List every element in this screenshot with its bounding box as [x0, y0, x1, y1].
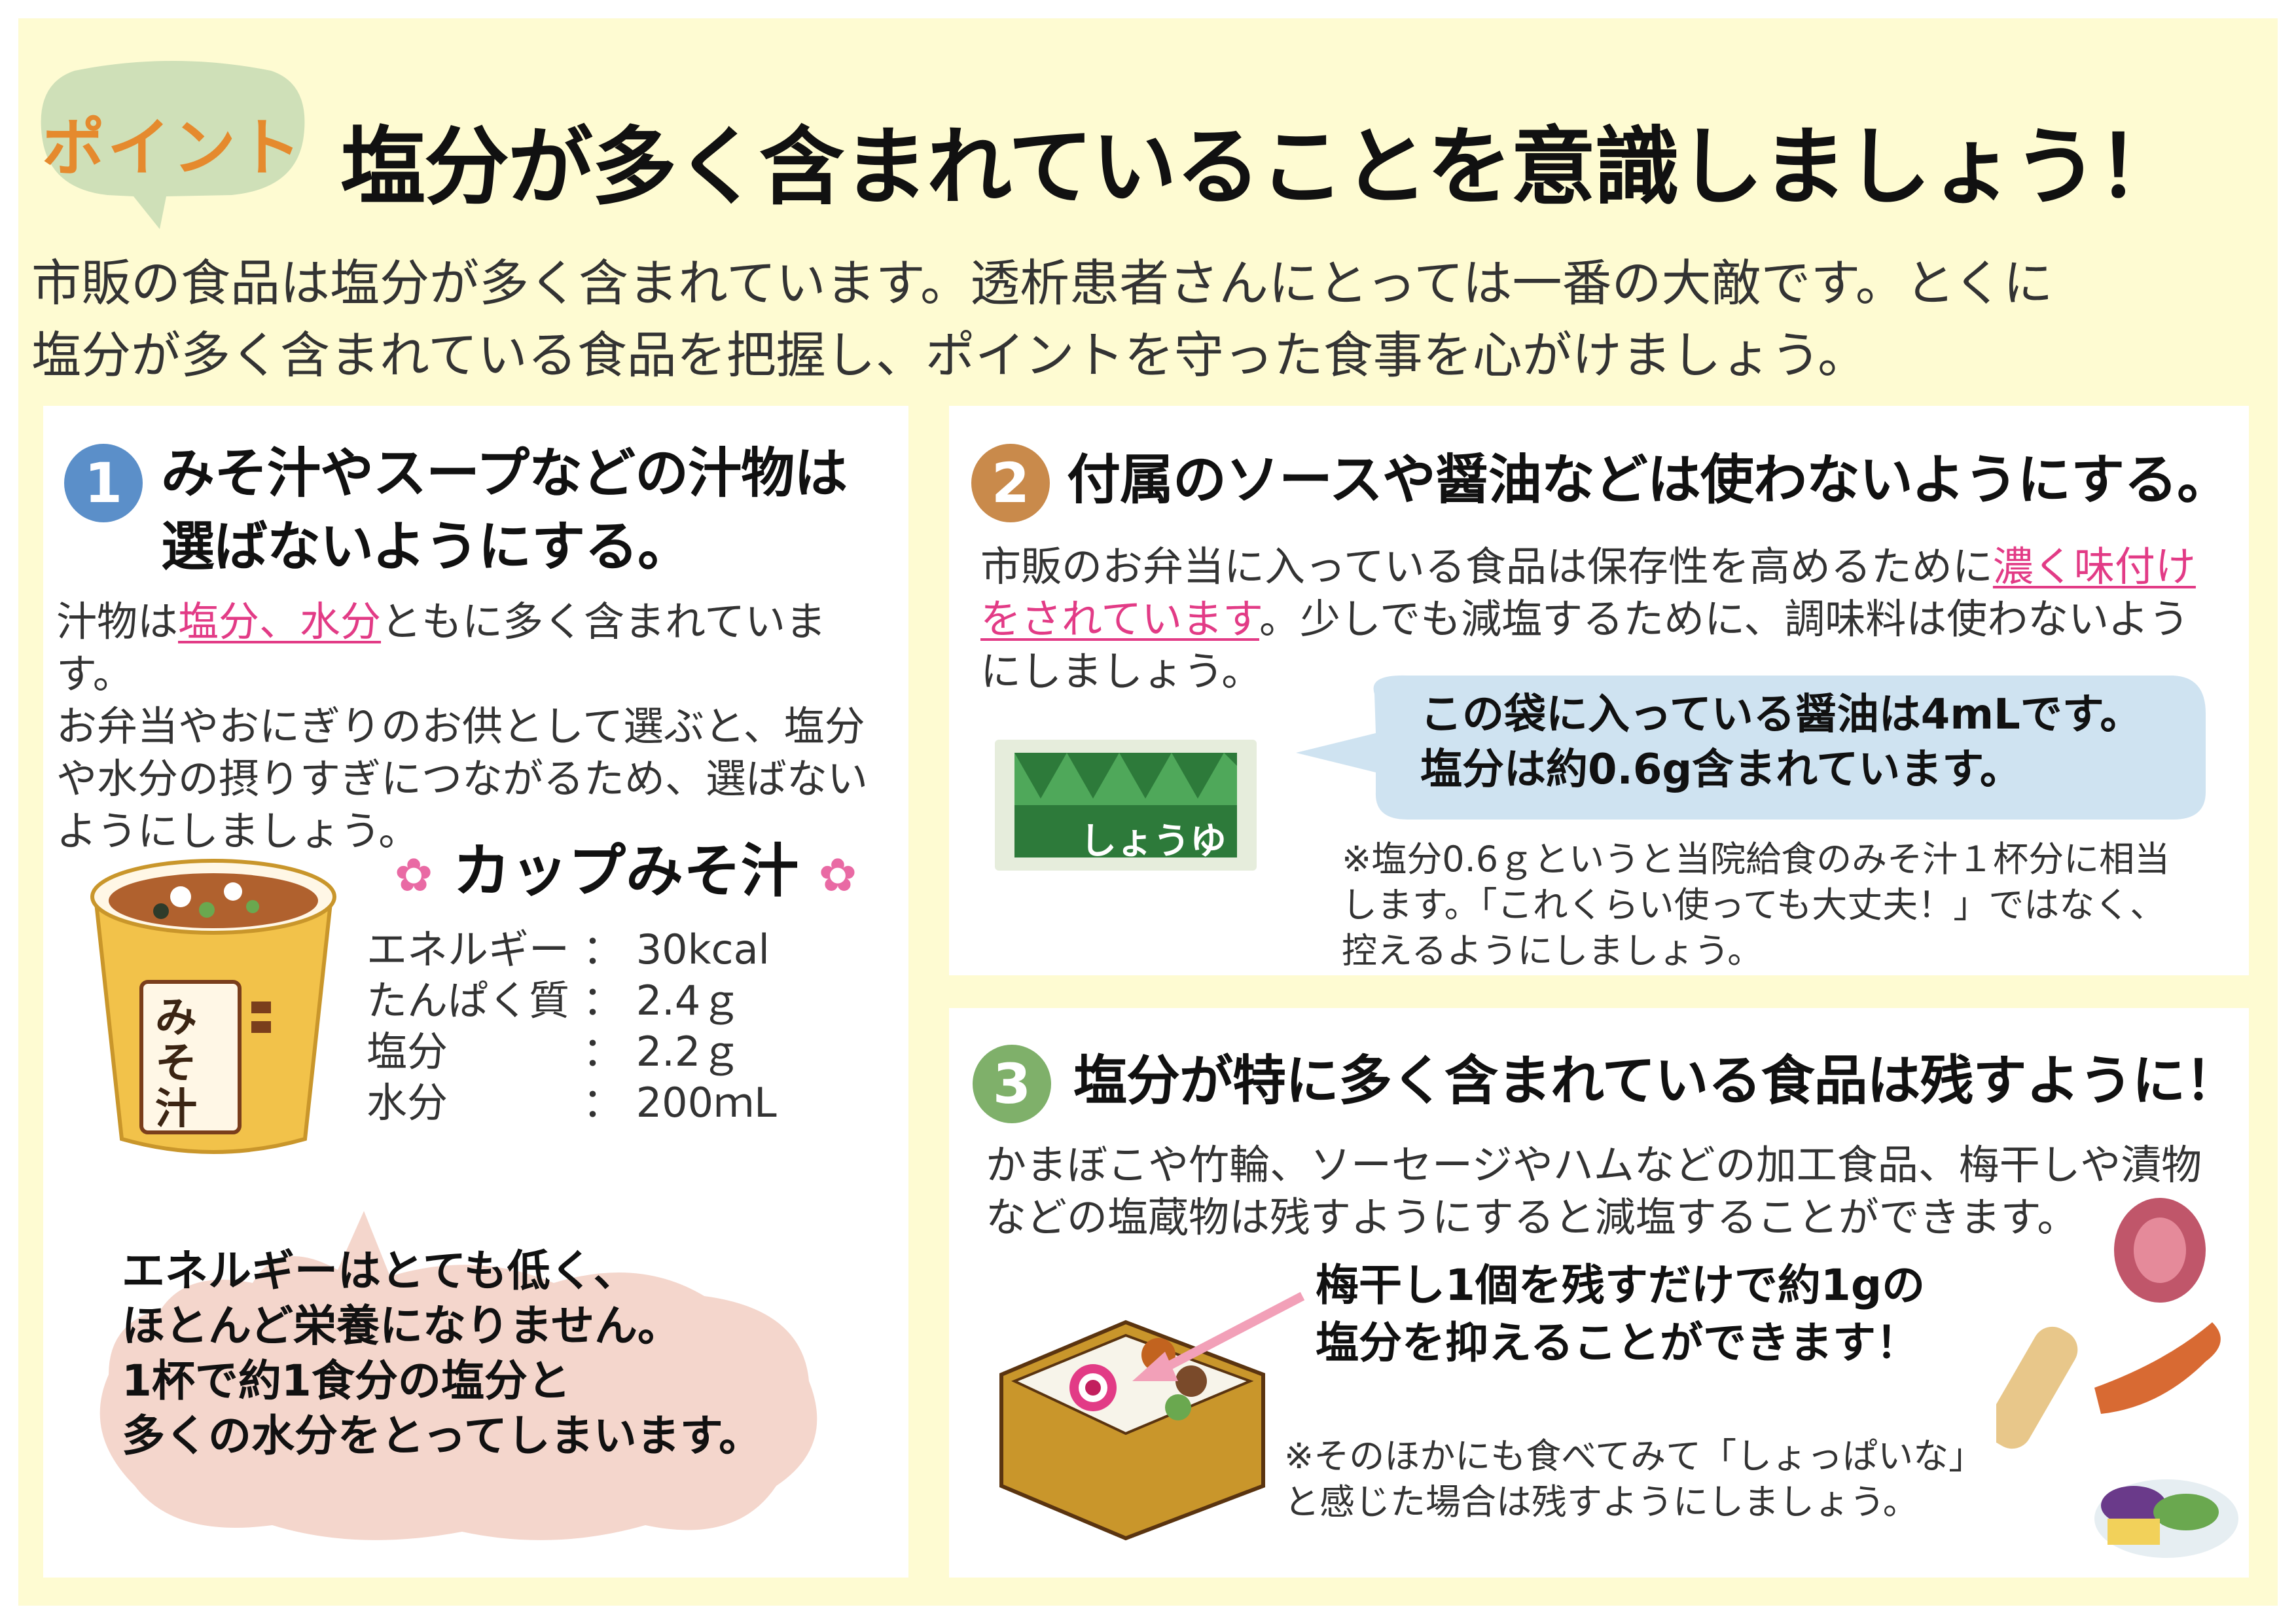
- note-line-4: 多くの水分をとってしまいます。: [122, 1411, 762, 1461]
- miso-cup-label: みそ汁: [155, 994, 197, 1134]
- nutrition-sep: ：: [583, 926, 624, 973]
- nutrition-row: 塩分 ： 2.2ｇ: [367, 1019, 741, 1077]
- nutrition-sep: ：: [583, 977, 624, 1024]
- umeboshi-line-2: 塩分を抑えることができます！: [1316, 1318, 1920, 1368]
- section-1-body-line-4: ようにしましょう。: [56, 807, 420, 855]
- section-3-number: 3: [973, 1045, 1051, 1123]
- section-2-note-line-3: 控えるようにしましょう。: [1342, 930, 1763, 971]
- section-2-note: ※塩分0.6ｇというと当院給食のみそ汁１杯分に相当 します。「これくらい使っても…: [1342, 837, 2245, 974]
- soy-sauce-packet-image: [995, 740, 1257, 871]
- cup-miso-title-text: カップみそ汁: [452, 837, 798, 905]
- section-3-panel: 3 塩分が特に多く含まれている食品は残すように！ かまぼこや竹輪、ソーセージやハ…: [949, 1008, 2249, 1578]
- section-2-title: 付属のソースや醤油などは使わないようにする。: [1067, 449, 2231, 511]
- intro-text: 市販の食品は塩分が多く含まれています。透析患者さんにとっては一番の大敵です。とく…: [31, 247, 2250, 391]
- section-1-body-highlight: 塩分、水分: [178, 598, 382, 645]
- callout-line-2: 塩分は約0.6g含まれています。: [1420, 746, 2022, 794]
- umeboshi-line-1: 梅干し1個を残すだけで約1gの: [1316, 1260, 1926, 1310]
- section-2-panel: 2 付属のソースや醤油などは使わないようにする。 市販のお弁当に入っている食品は…: [949, 406, 2249, 975]
- section-1-title-line-1: みそ汁やスープなどの汁物は: [161, 442, 848, 505]
- note-line-1: エネルギーはとても低く、: [122, 1246, 637, 1296]
- nutrition-row: 水分 ： 200ｍL: [367, 1070, 777, 1128]
- intro-line-1: 市販の食品は塩分が多く含まれています。透析患者さんにとっては一番の大敵です。とく…: [31, 254, 2053, 312]
- section-1-body-line-1: 汁物は塩分、水分ともに多く含まれています。: [56, 596, 901, 700]
- section-2-note-line-2: します。「これくらい使っても大丈夫！」ではなく、: [1342, 884, 2166, 926]
- section-2-body-line-1: 市販のお弁当に入っている食品は保存性を高めるために濃く味付け: [980, 541, 2231, 593]
- nutrition-value: 2.2ｇ: [636, 1028, 742, 1075]
- nutrition-value: 200ｍL: [636, 1079, 777, 1127]
- nutrition-value: 2.4ｇ: [636, 977, 742, 1024]
- note-line-2: ほとんど栄養になりません。: [122, 1301, 681, 1351]
- section-2-body-post: 。少しでも減塩するために、調味料は使わないよう: [1259, 595, 2189, 643]
- processed-foods-image: [1996, 1198, 2238, 1558]
- section-2-body-line-2: をされています。少しでも減塩するために、調味料は使わないよう: [980, 593, 2231, 645]
- nutrition-label: 水分: [367, 1079, 448, 1127]
- point-badge-label: ポイント: [42, 111, 304, 185]
- section-1-title: みそ汁やスープなどの汁物は 選ばないようにする。: [161, 437, 894, 584]
- nutrition-value: 30kcal: [636, 926, 770, 973]
- miso-soup-cup-image: [90, 859, 336, 1154]
- section-1-body-post: ともに多く含まれています。: [56, 598, 827, 698]
- nutrition-sep: ：: [583, 1079, 624, 1127]
- section-1-body-line-3: や水分の摂りすぎにつながるため、選ばない: [56, 755, 869, 803]
- section-2-body-line-3: にしましょう。: [980, 647, 1263, 695]
- callout-line-1: この袋に入っている醤油は4mLです。: [1420, 691, 2142, 739]
- soy-packet-label: しょうゆ: [1080, 820, 1227, 863]
- section-1-body-pre: 汁物は: [56, 598, 179, 645]
- flower-icon: ✿: [394, 848, 433, 902]
- section-1-title-line-2: 選ばないようにする。: [161, 516, 691, 578]
- nutrition-label: たんぱく質: [367, 977, 570, 1024]
- flower-icon: ✿: [818, 848, 857, 902]
- note-bubble: [99, 1211, 817, 1540]
- nutrition-sep: ：: [583, 1028, 624, 1075]
- cup-miso-title: ✿ カップみそ汁 ✿: [390, 825, 861, 908]
- section-2-note-line-1: ※塩分0.6ｇというと当院給食のみそ汁１杯分に相当: [1342, 839, 2170, 880]
- section-1-body-line-2: お弁当やおにぎりのお供として選ぶと、塩分: [56, 702, 865, 750]
- section-3-note: ※そのほかにも食べてみて「しょっぱいな」 と感じた場合は残すようにしましょう。: [1284, 1434, 2004, 1525]
- section-2-body: 市販のお弁当に入っている食品は保存性を高めるために濃く味付け をされています。少…: [980, 541, 2231, 698]
- section-3-note-line-2: と感じた場合は残すようにしましょう。: [1284, 1481, 1918, 1523]
- arrow-icon: [1132, 1291, 1305, 1381]
- nutrition-row: エネルギー ： 30kcal: [367, 916, 770, 975]
- callout-text: この袋に入っている醤油は4mLです。 塩分は約0.6g含まれています。: [1420, 687, 2206, 797]
- section-2-number: 2: [971, 444, 1050, 522]
- page-title: 塩分が多く含まれていることを意識しましょう！: [340, 117, 2182, 217]
- nutrition-row: たんぱく質 ： 2.4ｇ: [367, 967, 741, 1026]
- note-bubble-text: エネルギーはとても低く、 ほとんど栄養になりません。 1杯で約1食分の塩分と 多…: [122, 1244, 842, 1464]
- section-2-body-pre: 市販のお弁当に入っている食品は保存性を高めるために: [980, 543, 1993, 590]
- section-1-panel: 1 みそ汁やスープなどの汁物は 選ばないようにする。 汁物は塩分、水分ともに多く…: [43, 406, 908, 1578]
- section-1-number: 1: [64, 444, 143, 522]
- point-badge: ポイント: [35, 58, 310, 234]
- section-3-body: かまぼこや竹輪、ソーセージやハムなどの加工食品、梅干しや漬物 などの塩蔵物は残す…: [986, 1139, 2229, 1244]
- section-2-body-highlight: 濃く味付け: [1992, 543, 2196, 590]
- note-line-3: 1杯で約1食分の塩分と: [122, 1356, 571, 1406]
- umeboshi-callout: 梅干し1個を残すだけで約1gの 塩分を抑えることができます！: [1316, 1257, 1957, 1372]
- nutrition-label: エネルギー: [367, 926, 570, 973]
- section-2-body-highlight: をされています: [980, 595, 1259, 643]
- section-3-note-line-1: ※そのほかにも食べてみて「しょっぱいな」: [1284, 1435, 1984, 1477]
- bento-box-image: [999, 1320, 1265, 1541]
- nutrition-label: 塩分: [367, 1028, 448, 1075]
- section-3-body-line-2: などの塩蔵物は残すようにすると減塩することができます。: [986, 1193, 2078, 1241]
- intro-line-2: 塩分が多く含まれている食品を把握し、ポイントを守った食事を心がけましょう。: [31, 326, 1868, 384]
- section-3-body-line-1: かまぼこや竹輪、ソーセージやハムなどの加工食品、梅干しや漬物: [986, 1141, 2202, 1189]
- section-1-body: 汁物は塩分、水分ともに多く含まれています。 お弁当やおにぎりのお供として選ぶと、…: [56, 596, 901, 857]
- section-3-title: 塩分が特に多く含まれている食品は残すように！: [1073, 1050, 2239, 1112]
- callout-bubble: [1296, 675, 2206, 820]
